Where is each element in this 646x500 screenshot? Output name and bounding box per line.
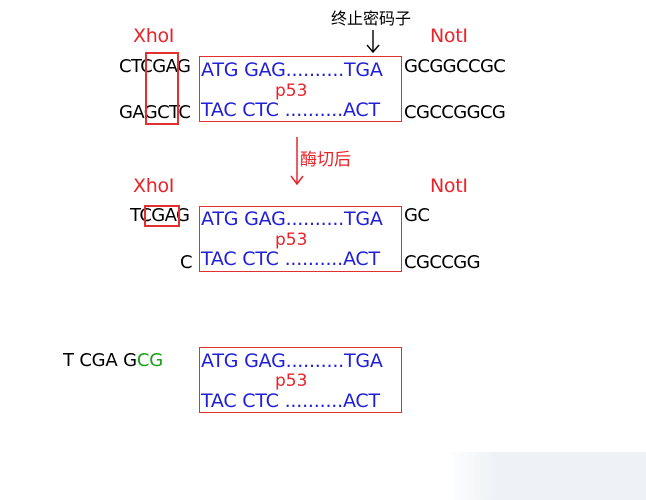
gene-bottom-strand-2: TAC CTC ..........ACT <box>201 248 380 270</box>
gene-bottom-strand-3: TAC CTC ..........ACT <box>201 390 380 412</box>
stop-codon-label: 终止密码子 <box>331 9 412 28</box>
left-top-seq-1: CTCGAG <box>119 56 191 77</box>
xhoi-label-1: XhoI <box>133 25 175 47</box>
left-seq-3: T CGA GCG <box>63 352 163 370</box>
p53-label-2: p53 <box>275 230 308 250</box>
digest-label: 酶切后 <box>300 150 351 170</box>
p53-gene-box-3 <box>199 347 402 413</box>
watermark-area <box>446 452 646 500</box>
left-bottom-seq-2: C <box>180 252 193 273</box>
left-seq-3-black: T CGA G <box>63 350 137 371</box>
p53-gene-box-2 <box>199 206 402 272</box>
right-top-seq-1: GCGGCCGC <box>404 56 506 77</box>
gene-top-strand-3: ATG GAG..........TGA <box>201 350 383 372</box>
gene-top-strand-1: ATG GAG..........TGA <box>201 59 383 81</box>
left-bottom-seq-1: GAGCTC <box>119 102 191 123</box>
right-bottom-seq-1: CGCCGGCG <box>404 102 506 123</box>
noti-label-2: NotI <box>430 175 468 197</box>
right-top-seq-2: GC <box>404 205 430 226</box>
gene-bottom-strand-1: TAC CTC ..........ACT <box>201 99 380 121</box>
down-arrow-icon <box>366 30 380 54</box>
left-seq-3-green: CG <box>136 350 163 371</box>
xhoi-site-box-2 <box>144 205 180 227</box>
xhoi-label-2: XhoI <box>133 175 175 197</box>
digest-arrow-icon <box>290 137 304 186</box>
p53-gene-box-1 <box>199 56 402 122</box>
p53-label-3: p53 <box>275 371 308 391</box>
p53-label-1: p53 <box>275 81 308 101</box>
xhoi-site-box-1 <box>145 52 179 125</box>
gene-top-strand-2: ATG GAG..........TGA <box>201 208 383 230</box>
right-bottom-seq-2: CGCCGG <box>404 252 481 273</box>
noti-label-1: NotI <box>430 25 468 47</box>
